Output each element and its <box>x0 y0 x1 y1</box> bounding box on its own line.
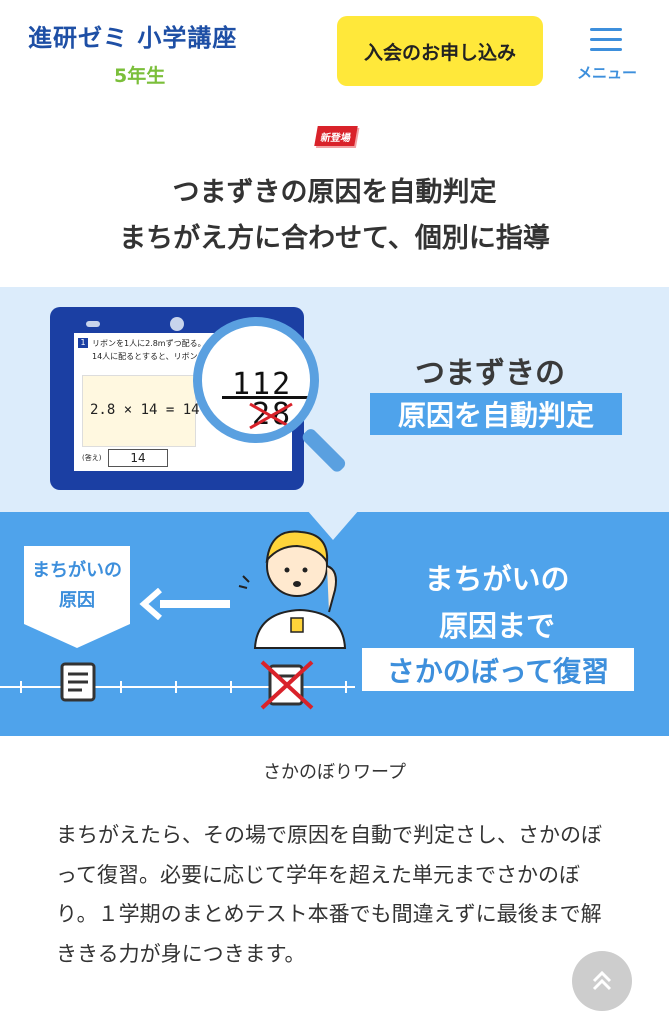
cause-pentagon <box>24 546 130 648</box>
top-panel-text-1: つまずきの <box>415 356 565 391</box>
magnifier-icon: 112 28 <box>193 317 319 443</box>
cause-text-line-2: 原因 <box>59 590 95 611</box>
cause-text-line-1: まちがいの <box>32 560 122 581</box>
timeline-tick <box>120 681 122 693</box>
headline-line-1: つまずきの原因を自動判定 <box>172 177 497 208</box>
timeline-line <box>0 686 355 688</box>
top-panel-text-2: 原因を自動判定 <box>370 393 622 435</box>
answer-box: 14 <box>108 449 168 467</box>
hamburger-bar <box>590 38 622 41</box>
menu-button[interactable]: メニュー <box>571 28 643 88</box>
timeline-tick <box>20 681 22 693</box>
document-icon <box>60 662 96 702</box>
section-headline: つまずきの原因を自動判定 まちがえ方に合わせて、個別に指導 <box>0 170 669 262</box>
site-header: 進研ゼミ 小学講座 5年生 入会のお申し込み メニュー <box>0 0 669 105</box>
hamburger-bar <box>590 48 622 51</box>
new-badge: 新登場 <box>314 126 358 146</box>
cause-pentagon-text: まちがいの 原因 <box>24 556 130 616</box>
cross-out-mark <box>249 402 293 430</box>
apply-button[interactable]: 入会のお申し込み <box>337 16 543 86</box>
hamburger-menu-icon <box>590 28 622 31</box>
magnified-digits: 112 28 <box>222 367 310 430</box>
bottom-panel-text: まちがいの 原因まで <box>362 556 632 650</box>
site-logo[interactable]: 進研ゼミ 小学講座 <box>28 24 238 52</box>
chevron-up-icon <box>592 970 612 991</box>
left-arrow-icon <box>139 588 230 620</box>
crossed-document-icon <box>260 660 314 710</box>
magnified-rule <box>222 396 310 399</box>
question-line-2: 14人に配るとすると、リボンは <box>92 352 206 361</box>
bottom-text-line-2: 原因まで <box>438 609 555 643</box>
body-paragraph: まちがえたら、その場で原因を自動で判定さし、さかのぼって復習。必要に応じて学年を… <box>56 823 602 966</box>
magnified-line-1: 112 <box>232 367 293 402</box>
answer-label: (答え) <box>82 454 102 462</box>
timeline-tick <box>230 681 232 693</box>
question-number: 1 <box>78 338 88 348</box>
magnified-line-2: 28 <box>232 400 293 430</box>
equation-text: 2.8 × 14 = 14 <box>90 402 200 418</box>
bottom-text-line-1: まちがいの <box>424 562 570 596</box>
question-line-1: リボンを1人に2.8mずつ配る。 <box>92 339 206 348</box>
grade-label: 5年生 <box>114 65 166 87</box>
bottom-panel-highlight: さかのぼって復習 <box>362 648 634 691</box>
timeline-tick <box>175 681 177 693</box>
work-area <box>82 375 196 447</box>
tablet-slot <box>86 321 100 327</box>
headline-line-2: まちがえ方に合わせて、個別に指導 <box>119 223 550 254</box>
menu-label: メニュー <box>576 64 637 82</box>
tablet-camera <box>170 317 184 331</box>
confused-boy-illustration <box>238 530 347 649</box>
back-to-top-button[interactable] <box>572 951 632 1011</box>
timeline-tick <box>345 681 347 693</box>
illustration-caption: さかのぼりワープ <box>263 762 406 783</box>
